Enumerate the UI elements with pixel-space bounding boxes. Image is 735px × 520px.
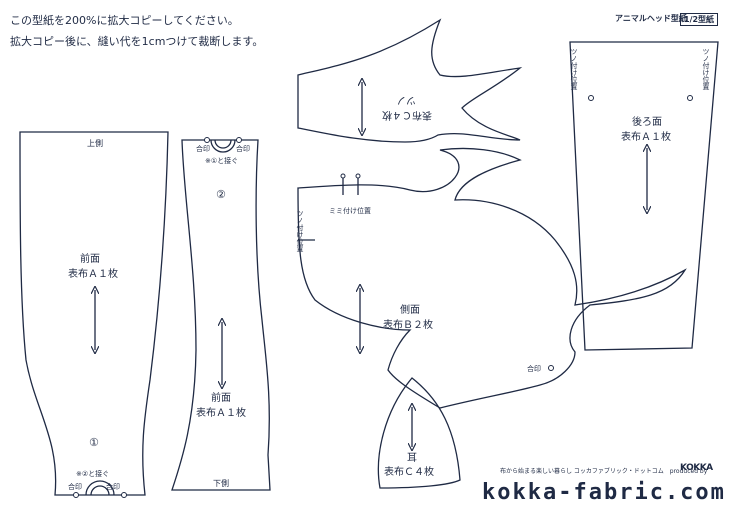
front-a-notch bbox=[85, 480, 115, 496]
front-a-number: ① bbox=[89, 436, 99, 449]
side-cut: 表布Ｂ２枚 bbox=[383, 318, 433, 331]
back-mark-circle-right bbox=[687, 95, 693, 101]
horn-piece-name: 表布Ｃ４枚 bbox=[382, 109, 432, 122]
back-horn-left: ツノ付け位置 bbox=[570, 48, 578, 90]
front-b-mark-circle-right bbox=[236, 137, 242, 143]
back-outline bbox=[569, 41, 719, 351]
front-a-outline bbox=[19, 131, 169, 496]
horn-piece-outline bbox=[297, 18, 523, 143]
front-a-name: 前面 bbox=[80, 252, 100, 265]
back-horn-right: ツノ付け位置 bbox=[702, 48, 710, 90]
site-domain[interactable]: kokka-fabric.com bbox=[482, 480, 726, 505]
side-ear-circle-1 bbox=[340, 173, 346, 179]
front-b-outline bbox=[171, 139, 271, 491]
front-b-bottom-label: 下側 bbox=[213, 478, 229, 488]
header-scale: 1/2型紙 bbox=[680, 13, 719, 26]
horn-piece-sub: ツノ bbox=[396, 94, 416, 105]
front-a-mark-left: 合印 bbox=[68, 482, 82, 491]
front-a-cut: 表布Ａ１枚 bbox=[68, 267, 118, 280]
front-b-join-note: ※①と接ぐ bbox=[205, 156, 238, 165]
front-b-mark-circle-left bbox=[204, 137, 210, 143]
front-a-top-label: 上側 bbox=[87, 138, 103, 148]
front-b-mark-left: 合印 bbox=[196, 144, 210, 153]
instruction-line-1: この型紙を200%に拡大コピーしてください。 bbox=[10, 14, 239, 27]
side-outline bbox=[297, 147, 687, 409]
front-b-notch bbox=[210, 139, 236, 153]
front-a-mark-circle-right bbox=[121, 492, 127, 498]
front-a-mark-right: 合印 bbox=[106, 482, 120, 491]
front-b-mark-right: 合印 bbox=[236, 144, 250, 153]
front-a-mark-circle-left bbox=[73, 492, 79, 498]
ear-cut: 表布Ｃ４枚 bbox=[384, 465, 434, 478]
front-a-join-note: ※②と接ぐ bbox=[76, 469, 109, 478]
back-mark-circle-left bbox=[588, 95, 594, 101]
side-name: 側面 bbox=[400, 303, 420, 316]
side-horn-position: ツノ付け位置 bbox=[296, 210, 304, 252]
front-b-cut: 表布Ａ１枚 bbox=[196, 406, 246, 419]
header-title: アニマルヘッド型紙 bbox=[615, 14, 687, 23]
side-ear-circle-2 bbox=[355, 173, 361, 179]
footer-tagline: 布から始まる楽しい暮らし コッカファブリック・ドットコム produced by bbox=[500, 468, 708, 475]
back-name: 後ろ面 bbox=[632, 115, 662, 128]
side-ear-position: ミミ付け位置 bbox=[329, 206, 371, 215]
instruction-line-2: 拡大コピー後に、縫い代を1cmつけて裁断します。 bbox=[10, 35, 264, 48]
kokka-logo: KOKKA bbox=[680, 463, 713, 473]
front-b-number: ② bbox=[216, 188, 226, 201]
ear-name: 耳 bbox=[407, 452, 417, 464]
side-mark-circle bbox=[548, 365, 554, 371]
front-b-name: 前面 bbox=[211, 391, 231, 404]
back-cut: 表布Ａ１枚 bbox=[621, 130, 671, 143]
side-mark: 合印 bbox=[527, 364, 541, 373]
ear-outline bbox=[377, 377, 461, 489]
